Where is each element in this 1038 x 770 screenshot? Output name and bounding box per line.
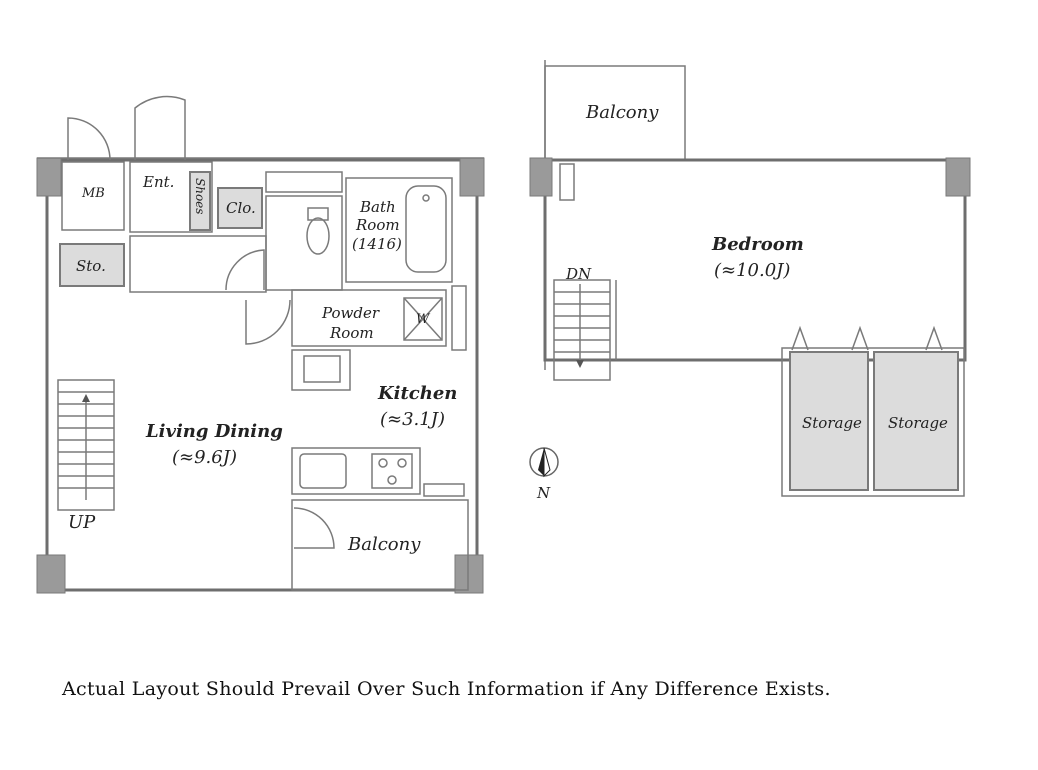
disclaimer-text: Actual Layout Should Prevail Over Such I… xyxy=(62,678,831,700)
kitchen-label: Kitchen xyxy=(377,383,457,404)
pillar xyxy=(529,157,553,197)
cabinet xyxy=(451,285,467,351)
pillar xyxy=(459,157,485,197)
stair-down xyxy=(553,279,617,381)
shoes-cabinet xyxy=(189,171,211,231)
balcony-lower xyxy=(291,499,469,591)
ent-label: Ent. xyxy=(142,173,174,191)
living-size: (≈9.6J) xyxy=(172,447,237,468)
sink xyxy=(303,355,341,383)
kitchen-size: (≈3.1J) xyxy=(380,409,445,430)
upper-window xyxy=(559,163,575,201)
stair-lower xyxy=(57,379,115,511)
mb-closet xyxy=(61,161,125,231)
shoes-label: Shoes xyxy=(193,178,207,214)
pillar xyxy=(36,157,62,197)
mb-label: MB xyxy=(81,186,105,201)
up-arrow xyxy=(82,394,90,402)
lower-floor: MB Ent. Shoes Clo. Bath Room (1416) Sto.… xyxy=(36,95,485,594)
compass-needle xyxy=(543,447,551,478)
vanity xyxy=(291,349,351,391)
upper-floor: Balcony Bedroom (≈10.0J) DN Storage Stor… xyxy=(529,60,971,502)
bedroom-label: Bedroom xyxy=(711,234,804,255)
powder-label-2: Room xyxy=(329,324,374,342)
bedroom-size: (≈10.0J) xyxy=(714,260,790,281)
dn-label: DN xyxy=(565,265,592,283)
bath-room xyxy=(345,177,453,283)
toilet-tank xyxy=(307,207,329,221)
storage-door xyxy=(925,325,943,351)
stair-upper xyxy=(553,279,611,381)
sto-label: Sto. xyxy=(76,257,106,275)
balcony-lower-label: Balcony xyxy=(347,534,421,555)
kitchen-sink xyxy=(299,453,347,489)
entrance-door-left xyxy=(67,117,111,161)
door-powder xyxy=(245,299,291,345)
drain xyxy=(422,194,430,202)
balcony-upper-label: Balcony xyxy=(585,102,659,123)
north-label: N xyxy=(536,484,551,502)
cooktop xyxy=(371,453,413,489)
shelf xyxy=(265,171,343,193)
storage-2 xyxy=(873,351,959,491)
living-label: Living Dining xyxy=(145,421,283,442)
bath-label-2: Room xyxy=(355,216,400,234)
stair-up xyxy=(57,379,115,511)
pillar xyxy=(36,554,66,594)
fridge-space xyxy=(423,483,465,497)
bath-label-1: Bath xyxy=(359,198,396,216)
washer-space xyxy=(403,297,443,341)
washer-label: W xyxy=(416,312,431,327)
storage-1 xyxy=(789,351,869,491)
washer-cross xyxy=(403,297,443,341)
storage-door xyxy=(791,325,809,351)
pillar xyxy=(945,157,971,197)
storage-2-label: Storage xyxy=(888,414,948,432)
door-hall xyxy=(225,249,265,291)
bathtub xyxy=(405,185,447,273)
clo-label: Clo. xyxy=(226,199,256,217)
closet xyxy=(217,187,263,229)
burner xyxy=(378,458,388,468)
storage-door xyxy=(851,325,869,351)
bedroom xyxy=(543,158,967,362)
storage-lower xyxy=(59,243,125,287)
compass-needle xyxy=(538,448,544,476)
entrance-door-right xyxy=(134,95,186,160)
down-arrow xyxy=(576,360,584,368)
pillar xyxy=(454,554,484,594)
powder-room xyxy=(291,289,447,347)
powder-label-1: Powder xyxy=(321,304,380,322)
storage-1-label: Storage xyxy=(802,414,862,432)
toilet-bowl xyxy=(306,217,330,255)
kitchen-counter xyxy=(291,447,421,495)
up-label: UP xyxy=(68,512,96,533)
burner xyxy=(387,475,397,485)
bath-label-3: (1416) xyxy=(352,235,402,253)
compass xyxy=(529,447,559,478)
entrance xyxy=(129,161,213,233)
burner xyxy=(397,458,407,468)
storage-block xyxy=(781,347,965,497)
balcony-door xyxy=(293,507,335,549)
